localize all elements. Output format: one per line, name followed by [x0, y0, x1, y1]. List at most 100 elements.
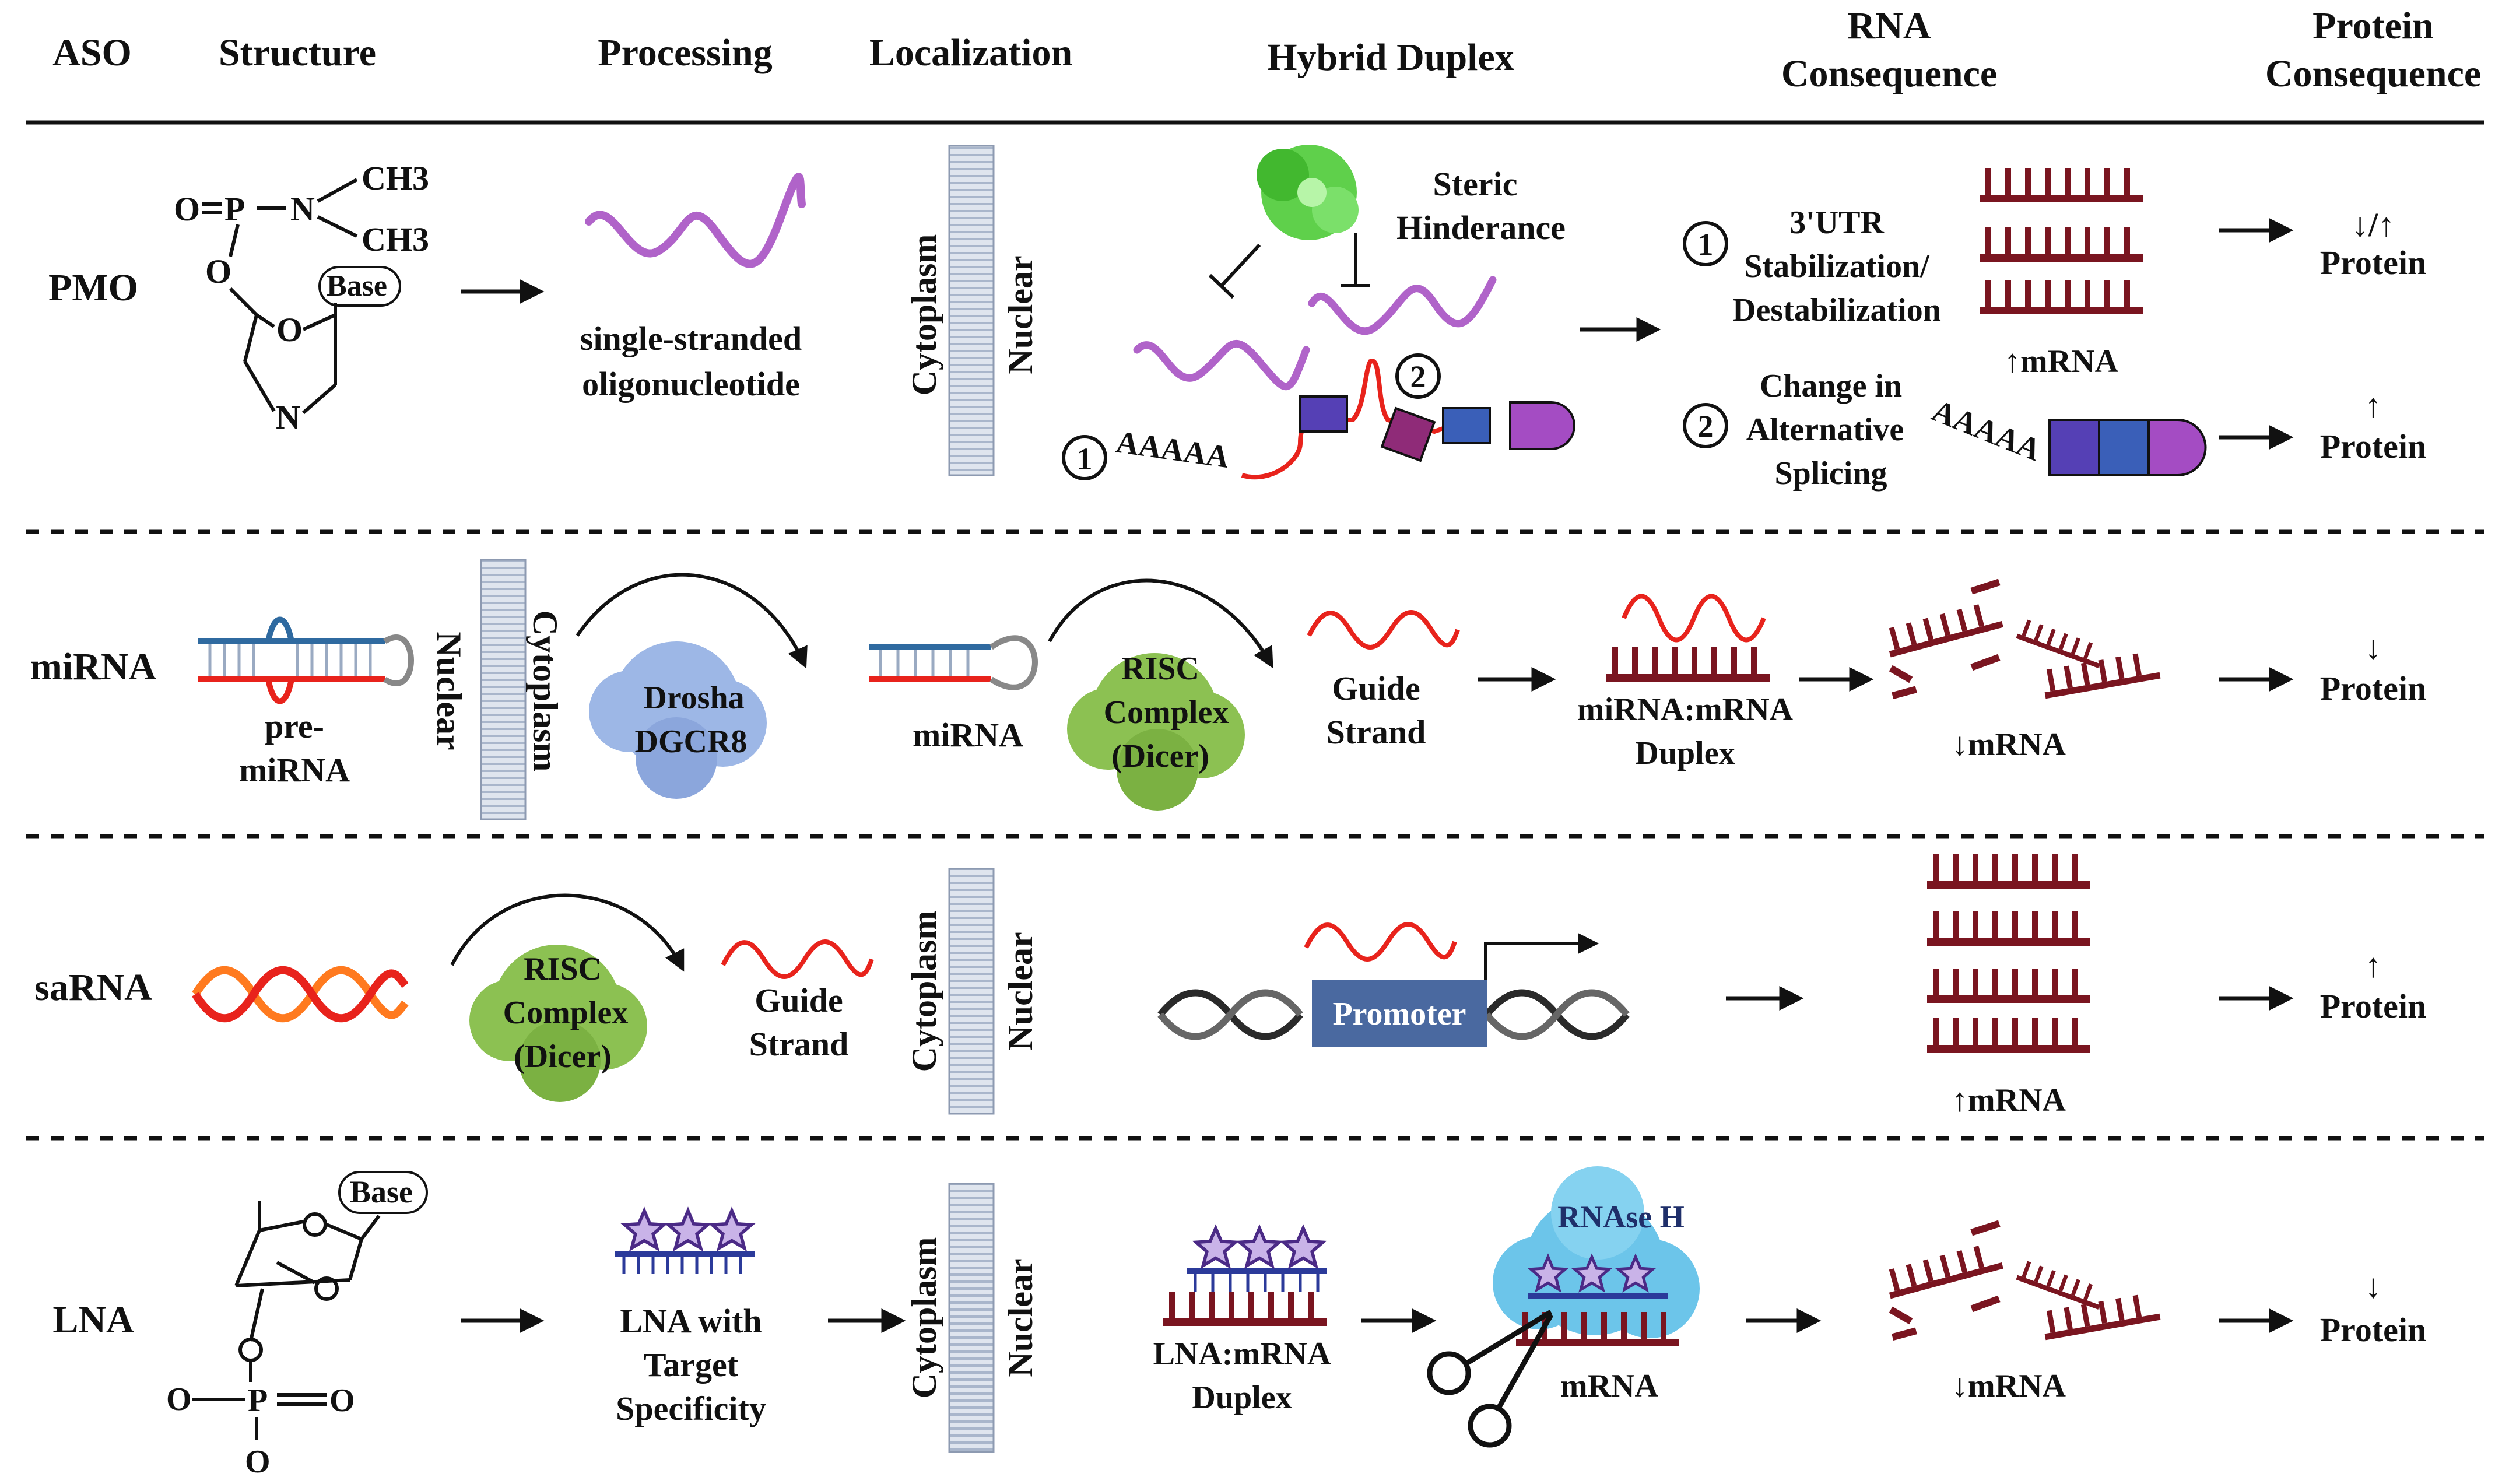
sarna-risc-line2: Complex [503, 995, 629, 1031]
mirna-guide-line1: Guide [1332, 669, 1420, 707]
svg-text:O: O [245, 1444, 271, 1480]
pmo-steric-line2: Hinderance [1396, 209, 1566, 247]
lna-loc-nuclear: Nuclear [1001, 1258, 1040, 1377]
lna-degraded-fragments [1883, 1220, 2161, 1341]
sarna-loc-nuclear: Nuclear [1001, 932, 1040, 1050]
lna-structure: Base O P O O [166, 1171, 428, 1480]
pmo-loc-nuclear: Nuclear [1001, 255, 1040, 374]
pmo-duplex-polya: AAAAA [1114, 424, 1231, 475]
sarna-protein-word: Protein [2320, 987, 2427, 1025]
svg-text:O: O [166, 1381, 192, 1418]
mirna-drosha-line2: DGCR8 [635, 724, 748, 760]
pmo-loc-cytoplasm: Cytoplasm [905, 234, 943, 396]
pmo-protein2-symbol: ↑ [2365, 387, 2382, 424]
svg-text:O: O [205, 252, 231, 290]
pmo-exon-1 [1299, 395, 1348, 433]
sarna-curve-arrow [450, 893, 685, 972]
lna-processing-line2: Target [644, 1346, 739, 1384]
sarna-dna-helix [1157, 989, 1630, 1040]
mirna-duplex-line2: Duplex [1635, 735, 1735, 771]
lna-oligo-stars [615, 1211, 755, 1274]
mirna-duplex-comb [1606, 647, 1770, 682]
mirna-mrna: ↓mRNA [1952, 727, 2066, 763]
mirna-label: miRNA [30, 645, 157, 688]
lna-duplex-line2: Duplex [1192, 1380, 1292, 1416]
mirna-curve-arrow-1 [576, 573, 808, 669]
pmo-steric-protein [1257, 145, 1359, 240]
header-structure: Structure [219, 31, 376, 74]
pmo-rna-marker1-text: 1 [1698, 227, 1714, 262]
mirna-loc-nuclear: Nuclear [430, 632, 468, 750]
pmo-steric-line1: Steric [1433, 165, 1518, 203]
mirna-hairpin [869, 635, 1038, 690]
pmo-rna-splice-line1: Change in [1760, 368, 1902, 404]
svg-text:Base: Base [327, 269, 387, 303]
mirna-drosha-line1: Drosha [643, 680, 744, 716]
pmo-protein-word: Protein [2320, 244, 2427, 282]
mirna-mirna-label: miRNA [913, 716, 1023, 754]
pmo-duplex-marker1-text: 1 [1077, 441, 1093, 476]
mirna-duplex-strand [1622, 594, 1766, 643]
pmo-spliced-exon-1 [2048, 419, 2100, 476]
header-aso: ASO [52, 31, 132, 74]
lna-rnase-label: RNAse H [1557, 1199, 1684, 1234]
pmo-rna-stab-line2: Stabilization/ [1744, 248, 1930, 285]
svg-text:O: O [276, 311, 303, 349]
mirna-degraded-fragments [1883, 578, 2161, 699]
scissors-icon [1427, 1310, 1553, 1448]
sarna-label: saRNA [34, 966, 152, 1009]
lna-processing-line1: LNA with [620, 1302, 762, 1340]
header-rna-consequence-line1: RNA [1848, 5, 1931, 47]
pmo-processing-line1: single-stranded [580, 320, 802, 357]
pmo-aso-strand-a [1133, 339, 1310, 391]
mirna-risc-blob [1067, 653, 1245, 811]
pmo-duplex-marker1 [1062, 435, 1107, 480]
pmo-label: PMO [48, 266, 138, 309]
row-dividers [26, 529, 2484, 1141]
mirna-membrane [480, 559, 527, 820]
pmo-rna-mrna: ↑mRNA [2004, 343, 2119, 380]
mirna-guide-strand [1307, 610, 1460, 650]
lna-protein-word: Protein [2320, 1311, 2427, 1349]
pmo-processing-line2: oligonucleotide [582, 365, 800, 403]
pmo-exon-3 [1442, 407, 1491, 444]
sarna-bound-strand [1304, 922, 1457, 962]
mirna-risc-line3: (Dicer) [1111, 738, 1209, 774]
svg-text:Base: Base [350, 1174, 413, 1209]
pmo-inhibition-bars [1208, 233, 1370, 299]
sarna-risc-line1: RISC [524, 951, 602, 987]
mirna-protein-symbol: ↓ [2365, 629, 2382, 666]
svg-text:O: O [329, 1383, 355, 1419]
lna-duplex-line1: LNA:mRNA [1153, 1336, 1331, 1372]
row-lna: LNA Base O P O O [52, 1166, 2426, 1480]
sarna-protein-symbol: ↑ [2365, 946, 2382, 984]
lna-loc-cytoplasm: Cytoplasm [905, 1237, 943, 1399]
pmo-rna-polya: AAAAA [1928, 392, 2046, 468]
pmo-rna-stab-line1: 3'UTR [1789, 205, 1884, 241]
svg-text:P: P [224, 190, 245, 228]
header-protein-consequence-line1: Protein [2312, 5, 2434, 47]
sarna-risc-line3: (Dicer) [514, 1039, 612, 1075]
mirna-pre-line1: pre- [265, 707, 324, 745]
svg-text:P: P [248, 1383, 268, 1419]
pmo-protein2-word: Protein [2320, 427, 2427, 465]
pmo-rna-splice-line3: Splicing [1775, 455, 1887, 492]
mirna-guide-line2: Strand [1327, 713, 1426, 751]
pmo-aso-strand-b [1308, 276, 1497, 335]
svg-text:N: N [276, 398, 300, 436]
lna-membrane [948, 1183, 995, 1453]
pmo-mrna-combs [1980, 168, 2143, 314]
sarna-double-helix [192, 966, 409, 1023]
header-hybrid-duplex: Hybrid Duplex [1267, 36, 1514, 79]
lna-rnase-duplex [1516, 1257, 1679, 1346]
pmo-aso-strand [585, 173, 806, 268]
svg-text:O: O [174, 190, 200, 228]
sarna-transcription-start [1484, 933, 1599, 980]
sarna-mrna: ↑mRNA [1952, 1082, 2066, 1118]
sarna-guide-strand [721, 939, 874, 979]
sarna-membrane [948, 868, 995, 1115]
svg-text:CH3: CH3 [362, 220, 429, 258]
sarna-loc-cytoplasm: Cytoplasm [905, 911, 943, 1072]
pmo-spliced-cap [2147, 419, 2207, 476]
header-protein-consequence-line2: Consequence [2265, 52, 2481, 95]
